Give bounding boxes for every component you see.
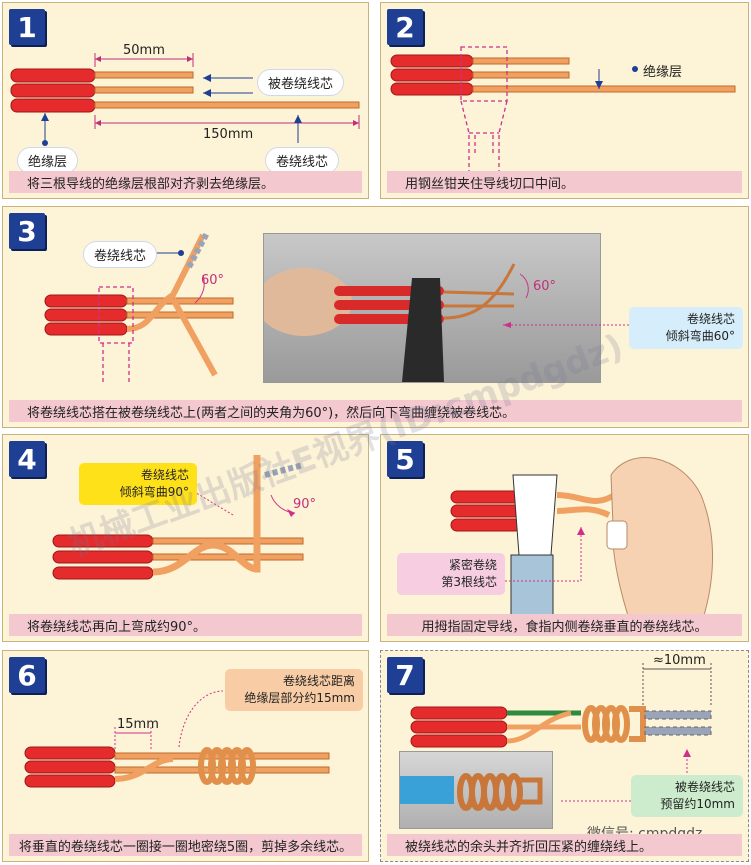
note-bend-90: 卷绕线芯 倾斜弯曲90° — [79, 463, 197, 505]
label-winding-core: 卷绕线芯 — [265, 147, 340, 174]
photo-angle-label: 60° — [533, 279, 557, 294]
bend-90-illustration — [52, 455, 304, 580]
bend-60-illustration — [44, 231, 234, 385]
pliers-grip-illustration — [390, 46, 736, 171]
note-line-1: 卷绕线芯 — [686, 312, 735, 326]
dimension-15mm: 15mm — [117, 717, 159, 732]
step-number: 3 — [9, 213, 45, 249]
note-bend-60: 卷绕线芯 倾斜弯曲60° — [629, 307, 743, 349]
angle-label: 60° — [201, 273, 225, 288]
step-number: 7 — [387, 657, 423, 693]
step-panel-1: 1 50mm 150mm — [2, 2, 369, 199]
note-line-1: 卷绕线芯 — [140, 468, 189, 482]
note-line-1: 卷绕线芯距离 — [282, 674, 355, 688]
note-distance-15mm: 卷绕线芯距离 绝缘层部分约15mm — [225, 669, 363, 711]
note-line-2: 倾斜弯曲90° — [119, 485, 189, 499]
five-turn-winding-illustration — [24, 690, 330, 788]
step-7-photo — [399, 751, 553, 829]
label-wrapped-core: 被卷绕线芯 — [257, 69, 345, 96]
step-caption: 将卷绕线芯再向上弯成约90°。 — [9, 614, 362, 636]
label-insulation: 绝缘层 — [643, 65, 683, 80]
step-caption: 用钢丝钳夹住导线切口中间。 — [387, 171, 742, 193]
note-line-1: 紧密卷绕 — [448, 558, 497, 572]
step-number: 6 — [9, 657, 45, 693]
label-winding-core: 卷绕线芯 — [83, 241, 158, 268]
angle-label: 90° — [293, 497, 317, 512]
note-tight-winding: 紧密卷绕 第3根线芯 — [397, 553, 505, 595]
step-number: 2 — [387, 9, 423, 45]
step-caption: 将卷绕线芯搭在被卷绕线芯上(两者之间的夹角为60°)，然后向下弯曲缠绕被卷线芯。 — [9, 400, 742, 422]
step-number: 5 — [387, 441, 423, 477]
label-insulation: 绝缘层 — [17, 147, 79, 174]
finger-winding-illustration — [450, 457, 714, 626]
step-caption: 将三根导线的绝缘层根部对齐剥去绝缘层。 — [9, 171, 362, 193]
dimension-50mm: 50mm — [123, 43, 165, 58]
note-line-2: 倾斜弯曲60° — [665, 329, 735, 343]
step-caption: 将垂直的卷绕线芯一圈接一圈地密绕5圈，剪掉多余线芯。 — [9, 834, 362, 856]
note-line-2: 绝缘层部分约15mm — [244, 691, 355, 705]
note-line-1: 被卷绕线芯 — [674, 780, 735, 794]
step-panel-7: 7 ≈10mm — [380, 650, 749, 862]
step-caption: 用拇指固定导线，食指内侧卷绕垂直的卷绕线芯。 — [387, 614, 742, 636]
stripped-wires-illustration — [10, 53, 360, 146]
step-number: 4 — [9, 441, 45, 477]
note-line-2: 第3根线芯 — [441, 575, 497, 589]
step-number: 1 — [9, 9, 45, 45]
step-panel-2: 2 绝缘层 用钢丝钳夹住导线切口中间。 — [380, 2, 749, 199]
step-panel-4: 4 卷绕线芯 倾斜弯曲90° 90° 将卷绕线芯再向上弯成约90°。 — [2, 434, 369, 642]
note-reserve-10mm: 被卷绕线芯 预留约10mm — [631, 775, 743, 817]
step-caption: 被绕线芯的余头并齐折回压紧的缠绕线上。 — [387, 834, 742, 856]
step-3-photo — [263, 233, 601, 383]
step-panel-5: 5 紧密卷绕 第3根线芯 用拇指固定导线，食指内侧卷绕垂直的卷绕线芯。 — [380, 434, 749, 642]
dimension-10mm: ≈10mm — [653, 653, 706, 668]
dimension-150mm: 150mm — [203, 127, 254, 142]
note-line-2: 预留约10mm — [660, 797, 735, 811]
step-panel-3: 3 卷绕线芯 60° 60° 卷绕线芯 倾斜弯曲60° — [2, 206, 749, 428]
step-panel-6: 6 15mm 卷绕线芯距离 绝缘层部分约15mm 将垂直的卷绕线芯一圈接一圈地密… — [2, 650, 369, 862]
fold-back-illustration — [410, 663, 712, 802]
